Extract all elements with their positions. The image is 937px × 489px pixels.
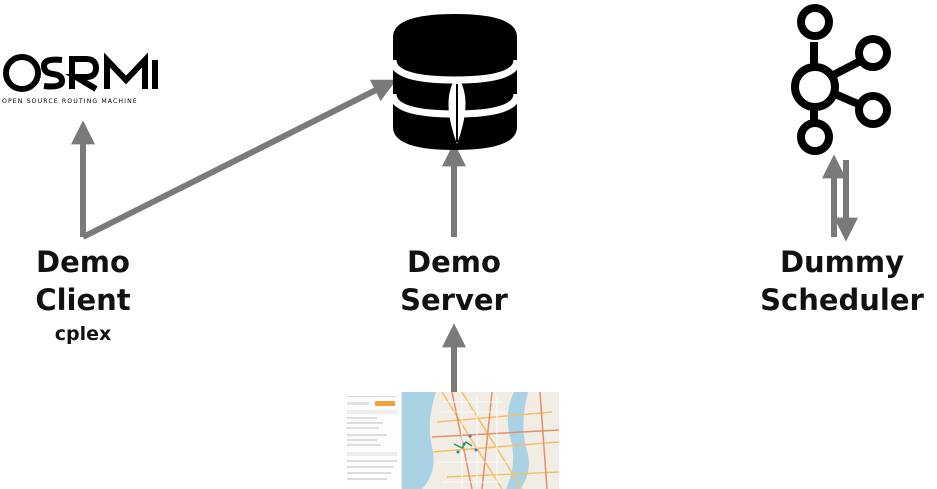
demo-server-line2: Server (400, 283, 508, 317)
demo-client-sub: cplex (54, 323, 112, 345)
demo-server-label: Demo Server (394, 243, 514, 319)
arrow-client-to-database (81, 79, 397, 240)
dummy-scheduler-line1: Dummy (779, 245, 905, 279)
demo-server-line1: Demo (407, 245, 501, 279)
osrm-logo: OPEN SOURCE ROUTING MACHINE (0, 52, 170, 116)
osrm-tagline: OPEN SOURCE ROUTING MACHINE (2, 98, 138, 105)
demo-client-line2: Client (35, 283, 131, 317)
map-view (402, 392, 559, 489)
kafka-icon (791, 4, 891, 155)
dummy-scheduler-line2: Scheduler (760, 283, 924, 317)
screenshot-side-panel (343, 392, 402, 489)
demo-client-label: Demo Client cplex (23, 243, 143, 347)
dummy-scheduler-label: Dummy Scheduler (757, 243, 927, 319)
database-icon (389, 14, 521, 150)
demo-client-line1: Demo (36, 245, 130, 279)
map-screenshot (343, 392, 559, 489)
osrm-wordmark: OPEN SOURCE ROUTING MACHINE (2, 52, 158, 105)
